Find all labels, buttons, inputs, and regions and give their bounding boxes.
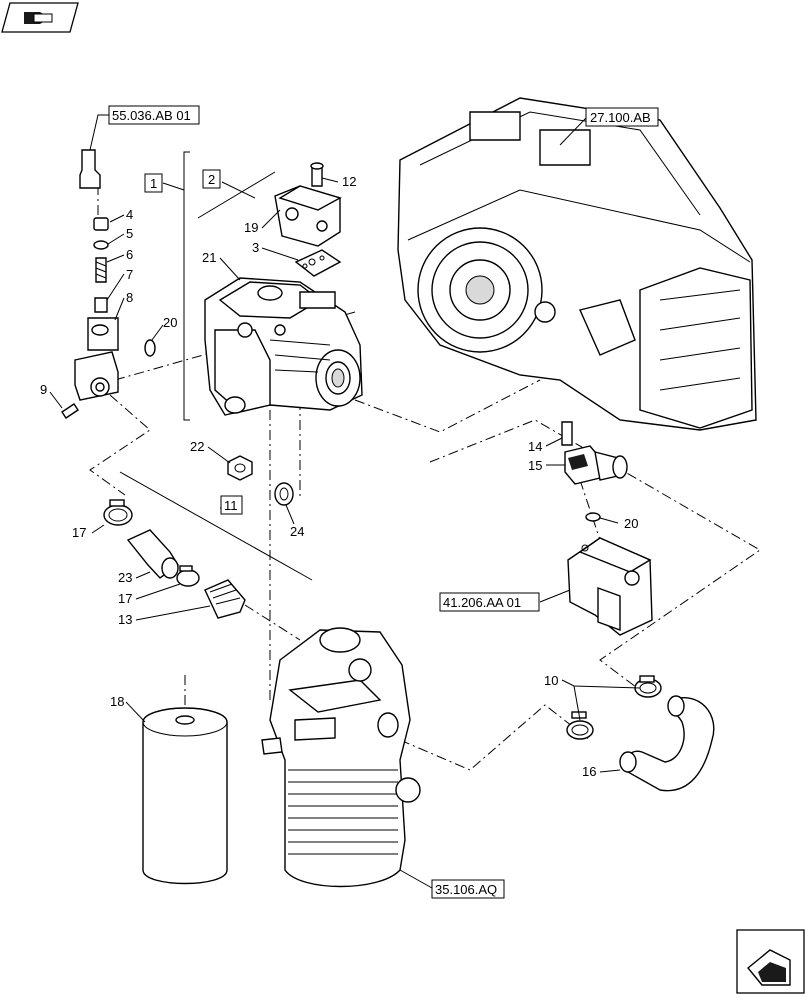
callout-13: 13: [118, 612, 132, 627]
transmission-housing: [397, 97, 757, 431]
gasket-3: [294, 249, 342, 277]
valve-block-41-206: [567, 537, 653, 636]
boxed-callout-2: 2: [202, 169, 221, 189]
callout-8: 8: [126, 290, 133, 305]
boxed-callout-1: 1: [144, 173, 163, 193]
svg-text:2: 2: [208, 172, 215, 187]
nut-22: [227, 455, 253, 481]
leader-lines: [49, 114, 641, 889]
svg-text:11: 11: [224, 498, 238, 513]
callout-17b: 17: [118, 591, 132, 606]
callout-15: 15: [528, 458, 542, 473]
fitting-13: [204, 579, 246, 619]
valve-fitting-55-036: [61, 149, 119, 419]
reference-41-206-aa-01[interactable]: 41.206.AA 01: [439, 592, 540, 612]
callout-7: 7: [126, 267, 133, 282]
hose-clamp-17-upper: [103, 499, 133, 526]
hose-clamp-17-lower: [176, 565, 200, 587]
callout-20b: 20: [624, 516, 638, 531]
callout-17a: 17: [72, 525, 86, 540]
hydraulic-pump-21: [204, 277, 363, 416]
filter-element-18: [142, 707, 228, 885]
callout-20a: 20: [163, 315, 177, 330]
svg-text:27.100.AB: 27.100.AB: [590, 110, 651, 125]
valve-15: [561, 421, 628, 485]
callout-24: 24: [290, 524, 304, 539]
callout-22: 22: [190, 439, 204, 454]
svg-text:1: 1: [150, 176, 157, 191]
callout-21: 21: [202, 250, 216, 265]
hose-clamp-10b: [566, 711, 594, 740]
callout-5: 5: [126, 226, 133, 241]
valve-block-19: [274, 162, 342, 247]
connection-lines: [89, 185, 761, 771]
callout-4: 4: [126, 207, 133, 222]
group-brackets: [119, 151, 313, 581]
reference-55-036-ab-01[interactable]: 55.036.AB 01: [108, 105, 200, 125]
callout-9: 9: [40, 382, 47, 397]
callout-23: 23: [118, 570, 132, 585]
filter-housing: [261, 627, 421, 888]
next-page-arrow-icon[interactable]: [736, 929, 805, 994]
svg-text:35.106.AQ: 35.106.AQ: [435, 882, 497, 897]
callout-6: 6: [126, 247, 133, 262]
svg-text:41.206.AA 01: 41.206.AA 01: [443, 595, 521, 610]
hose-16: [619, 695, 715, 792]
callouts: 4 5 6 7 8 9 20 12 19 3 21 22 24 14 15 20…: [40, 174, 638, 779]
reference-35-106-aq[interactable]: 35.106.AQ: [431, 879, 505, 899]
washer-24: [274, 482, 294, 506]
callout-12: 12: [342, 174, 356, 189]
callout-3: 3: [252, 240, 259, 255]
callout-14: 14: [528, 439, 542, 454]
o-ring-20-right: [585, 512, 601, 522]
hose-clamp-10a: [634, 675, 662, 698]
reference-27-100-ab[interactable]: 27.100.AB: [585, 107, 659, 127]
callout-16: 16: [582, 764, 596, 779]
hose-23: [126, 529, 179, 579]
callout-18: 18: [110, 694, 124, 709]
o-ring-20-left: [144, 339, 156, 357]
boxed-callout-11: 11: [220, 495, 243, 515]
book-hand-icon[interactable]: [1, 2, 79, 33]
svg-text:55.036.AB 01: 55.036.AB 01: [112, 108, 191, 123]
callout-10: 10: [544, 673, 558, 688]
callout-19: 19: [244, 220, 258, 235]
